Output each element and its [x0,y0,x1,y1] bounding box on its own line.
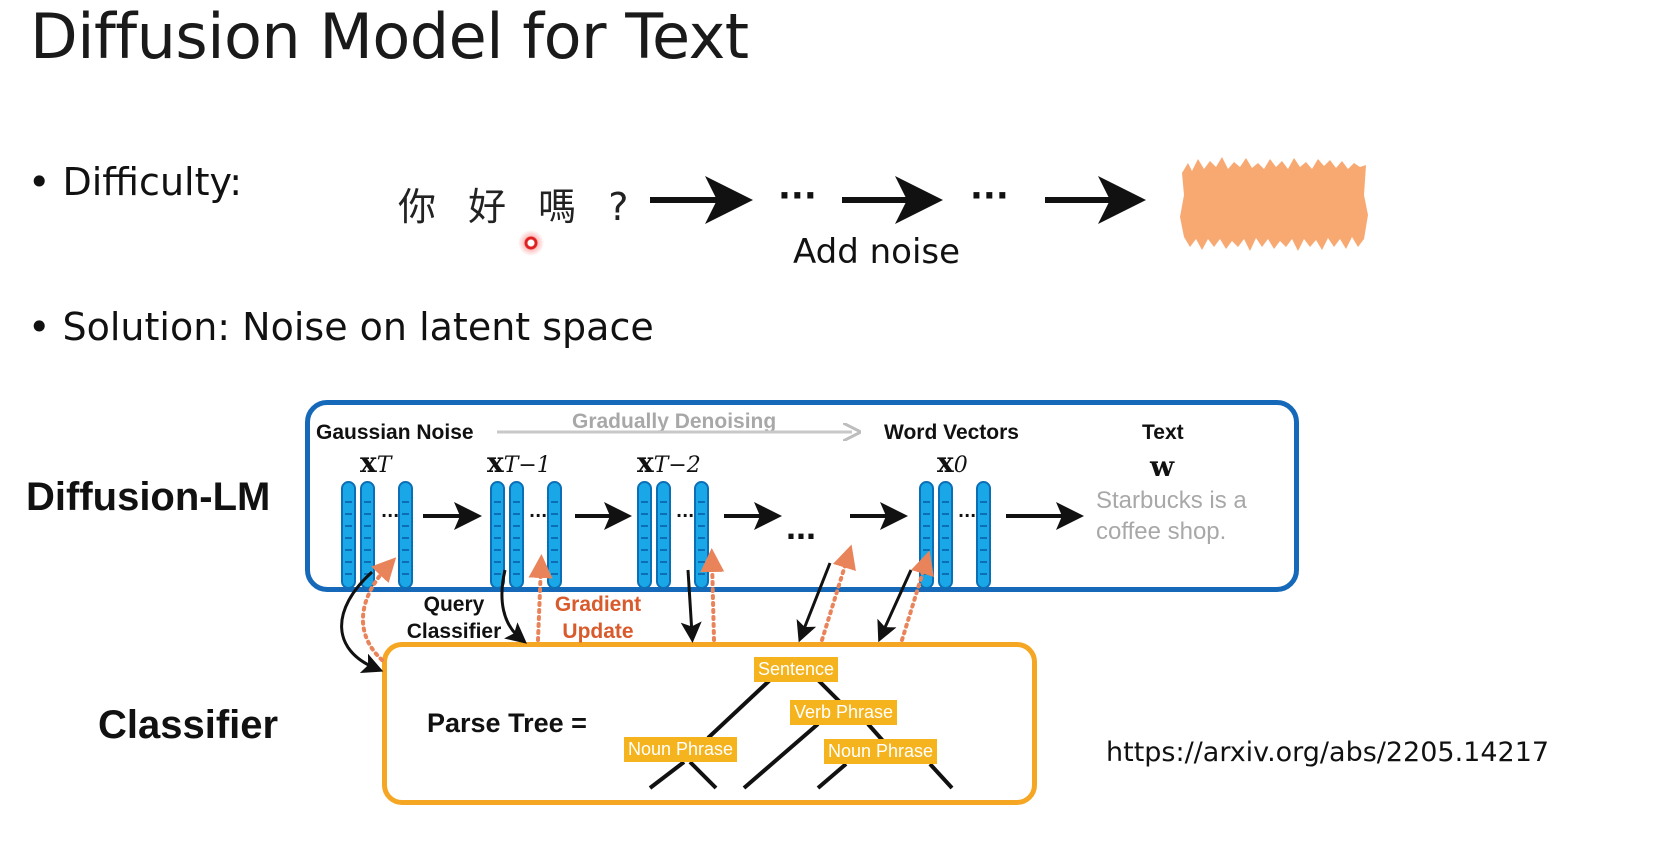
w-label: w [1150,450,1175,483]
x-0-label: x0 [937,446,968,479]
bullet-difficulty: • Difficulty: [28,160,243,204]
noise-arrows [650,176,1146,224]
classifier-label: Classifier [98,703,279,747]
x-t-label: xT [360,446,392,479]
text-label: Text [1142,421,1184,444]
ellipsis-middle: ... [786,506,817,547]
add-noise-label: Add noise [793,232,961,272]
dots-1: ··· [778,176,817,216]
tag-verb-phrase: Verb Phrase [790,700,898,725]
dots-2: ··· [970,176,1009,216]
parse-tree-label: Parse Tree = [427,708,587,738]
tag-noun-phrase-2: Noun Phrase [824,739,938,764]
bullet-solution: • Solution: Noise on latent space [28,305,654,349]
diffusion-lm-box [305,400,1299,592]
output-text: Starbucks is a coffee shop. [1096,487,1247,545]
x-t-2-label: xT−2 [637,446,701,479]
word-vectors-label: Word Vectors [884,421,1019,444]
pointer-dot-icon [518,230,544,256]
x-t-1-label: xT−1 [487,446,551,479]
tag-noun-phrase-1: Noun Phrase [624,737,738,762]
noise-image [1180,157,1368,251]
gradually-denoising-label: Gradually Denoising [572,410,777,433]
gaussian-noise-label: Gaussian Noise [316,421,474,444]
arxiv-url[interactable]: https://arxiv.org/abs/2205.14217 [1106,737,1550,768]
tag-sentence: Sentence [754,657,839,682]
diffusion-lm-label: Diffusion-LM [26,475,271,519]
chinese-text: 你 好 嗎 ? [398,185,639,229]
slide-title: Diffusion Model for Text [30,0,749,73]
classifier-box [382,642,1037,805]
